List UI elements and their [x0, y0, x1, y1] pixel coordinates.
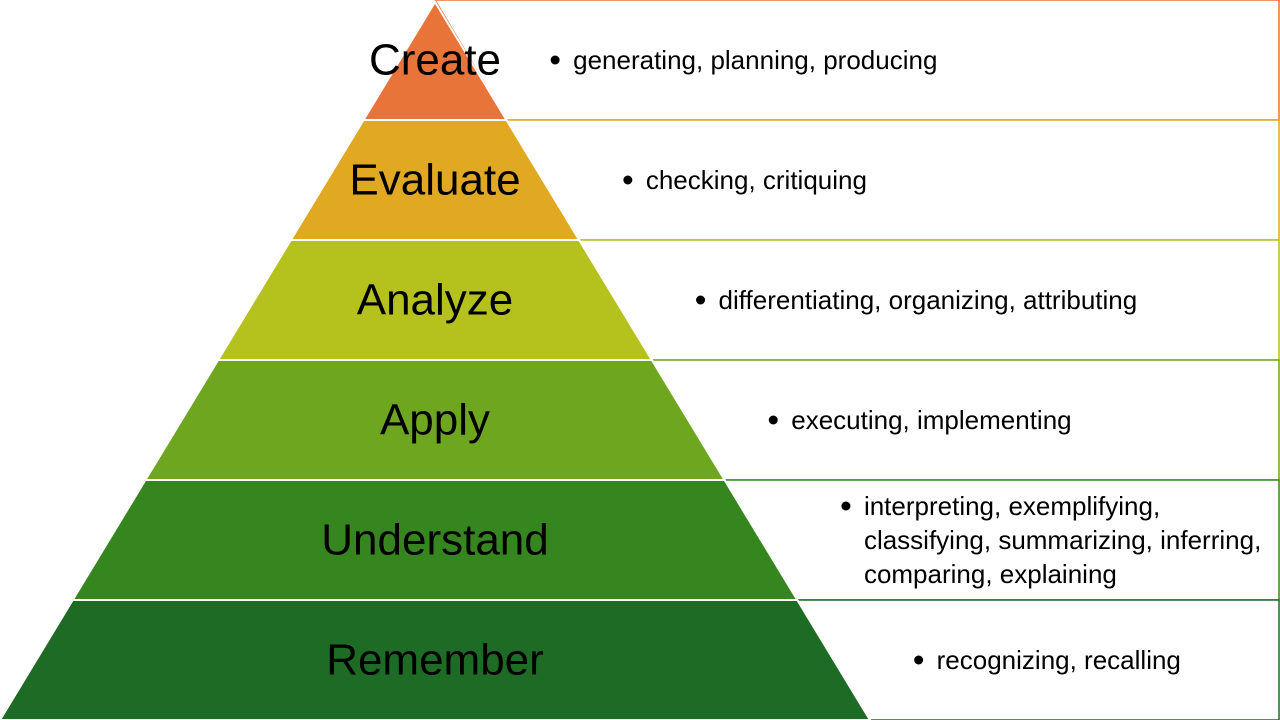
tier-labels: CreateEvaluateAnalyzeApplyUnderstandReme…	[321, 36, 548, 685]
bullet-dot-evaluate	[623, 175, 633, 185]
tier-descriptions: generating, planning, producing checking,…	[550, 45, 1261, 675]
description-box-evaluate	[505, 119, 1280, 241]
description-text-understand: classifying, summarizing, inferring,	[864, 525, 1261, 555]
pyramid-tiers	[0, 0, 872, 720]
description-text-remember: recognizing, recalling	[937, 645, 1181, 675]
description-boxes	[434, 0, 1280, 720]
tier-label-understand: Understand	[321, 516, 548, 565]
pyramid-tier-remember	[0, 599, 872, 720]
tier-label-remember: Remember	[326, 636, 544, 685]
description-text-create: generating, planning, producing	[573, 45, 937, 75]
tier-label-analyze: Analyze	[357, 276, 514, 325]
description-text-apply: executing, implementing	[791, 405, 1071, 435]
bullet-dot-remember	[914, 655, 924, 665]
tier-label-apply: Apply	[380, 396, 490, 445]
description-text-analyze: differentiating, organizing, attributing	[719, 285, 1138, 315]
bullet-dot-create	[550, 55, 560, 65]
description-text-understand: interpreting, exemplifying,	[864, 491, 1160, 521]
description-text-understand: comparing, explaining	[864, 559, 1117, 589]
bullet-dot-understand	[841, 501, 851, 511]
tier-label-evaluate: Evaluate	[349, 156, 520, 205]
bullet-dot-apply	[768, 415, 778, 425]
bullet-dot-analyze	[696, 295, 706, 305]
description-text-evaluate: checking, critiquing	[646, 165, 867, 195]
tier-label-create: Create	[369, 36, 501, 85]
